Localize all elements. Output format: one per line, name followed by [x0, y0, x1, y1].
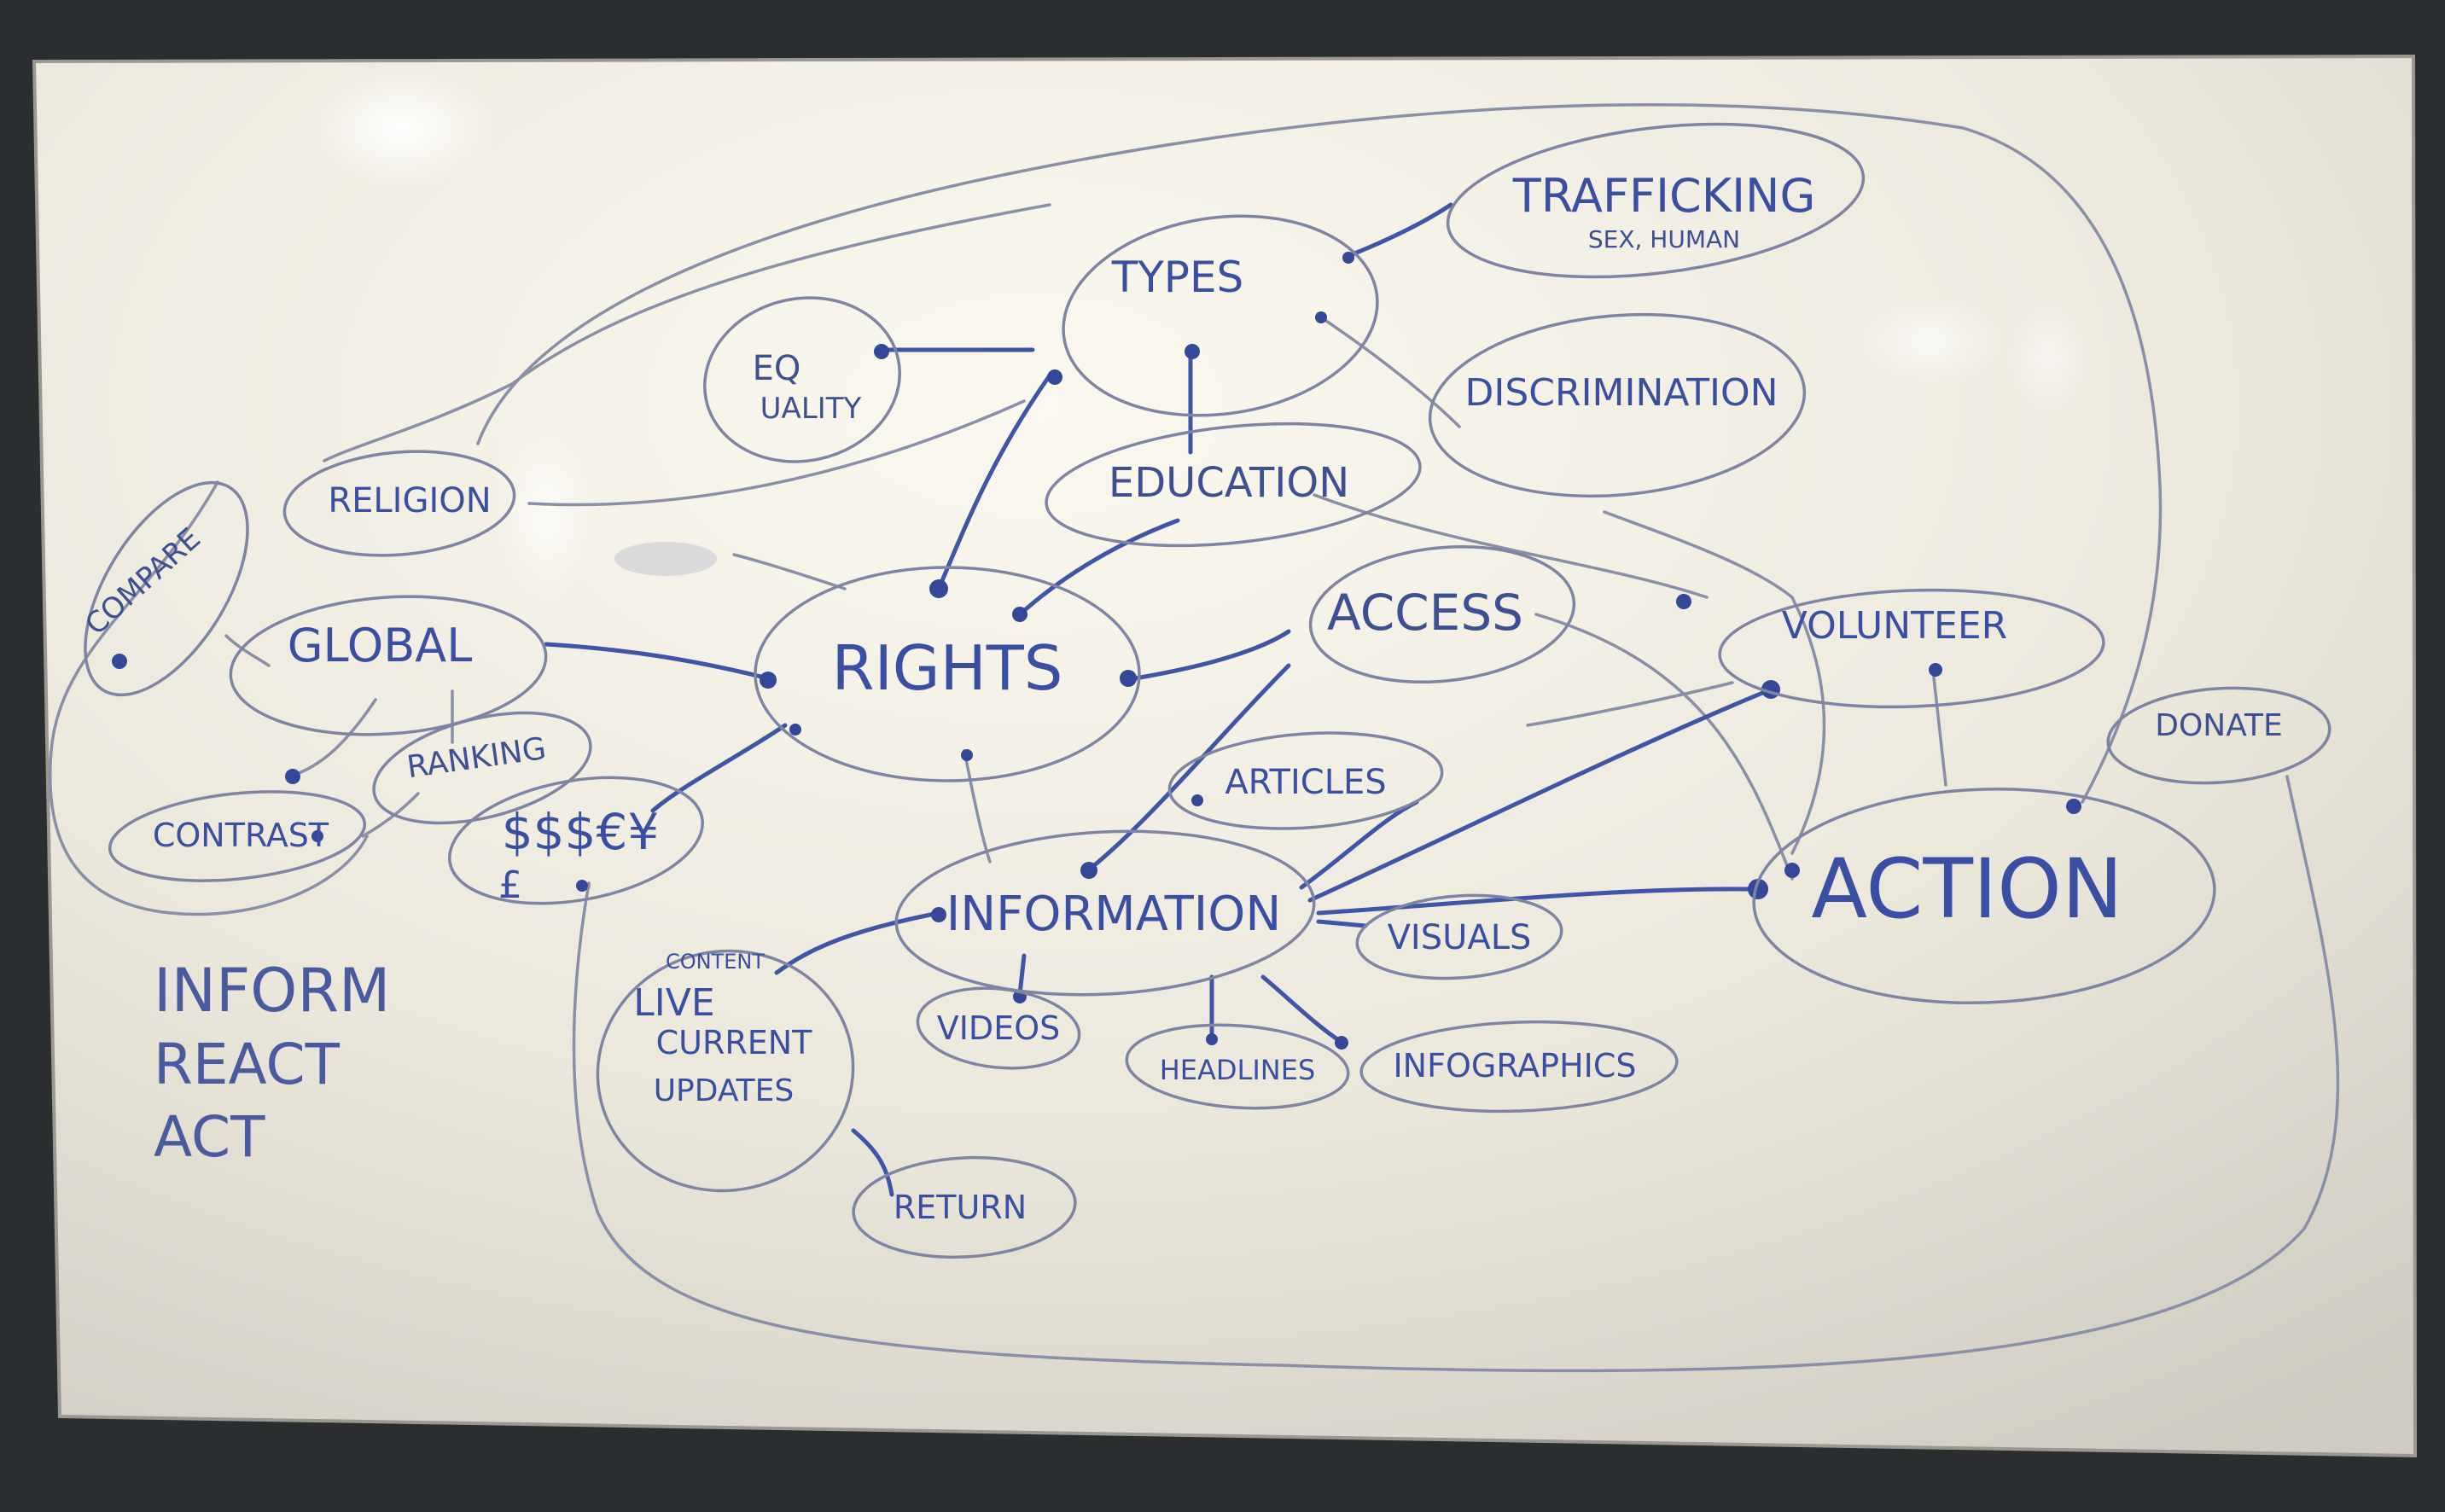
bubble-access: [1308, 545, 1576, 683]
bubble-articles: [1167, 731, 1444, 830]
side-note-line: INFORM: [154, 956, 390, 1026]
bubble-types: [1062, 214, 1379, 417]
labels: TYPES TRAFFICKING SEX, HUMAN EQ UALITY D…: [79, 169, 2282, 1226]
bubble-global: [229, 595, 548, 736]
erased-smudge: [614, 542, 717, 576]
label-live: LIVE: [633, 981, 714, 1025]
label-return: RETURN: [894, 1189, 1027, 1226]
label-money-line1: $$$€¥: [502, 803, 660, 861]
side-note-line: ACT: [154, 1104, 265, 1170]
label-religion: RELIGION: [328, 481, 491, 520]
bubble-content: [596, 949, 855, 1193]
label-updates: UPDATES: [654, 1073, 795, 1108]
label-rights: RIGHTS: [832, 632, 1063, 704]
label-information: INFORMATION: [946, 887, 1282, 942]
bubble-ranking: [372, 711, 592, 825]
label-global: GLOBAL: [288, 619, 473, 672]
label-contrast: CONTRAST: [153, 817, 329, 854]
bubble-action: [1752, 787, 2216, 1005]
label-volunteer: VOLUNTEER: [1782, 604, 2007, 648]
bubble-money: [448, 776, 704, 905]
label-types: TYPES: [1111, 253, 1244, 302]
bubble-discrimination: [1428, 312, 1807, 498]
label-trafficking-sub: SEX, HUMAN: [1588, 225, 1740, 253]
bubble-videos: [916, 986, 1081, 1070]
bubble-return: [852, 1155, 1077, 1259]
connector-dots: [112, 252, 2081, 1050]
label-content: CONTENT: [666, 950, 765, 974]
bubble-equality: [703, 296, 901, 463]
bubble-education: [1045, 422, 1422, 548]
light-glare: [307, 68, 495, 188]
bubble-rights: [754, 566, 1141, 782]
label-donate: DONATE: [2155, 708, 2283, 743]
enclosing-loops: [49, 103, 2340, 1373]
label-equality-line2: UALITY: [760, 392, 862, 426]
side-note: INFORM REACT ACT: [154, 956, 390, 1170]
bubble-headlines: [1125, 1023, 1350, 1110]
label-discrimination: DISCRIMINATION: [1465, 371, 1778, 415]
bubble-information: [894, 829, 1316, 997]
bubble-infographics: [1359, 1020, 1679, 1114]
light-glare: [2005, 299, 2091, 418]
label-articles: ARTICLES: [1225, 763, 1386, 802]
whiteboard-surface: [32, 54, 2418, 1458]
bubble-trafficking: [1446, 122, 1866, 279]
side-note-line: REACT: [154, 1032, 341, 1097]
bubble-donate: [2106, 686, 2331, 785]
bubble-religion: [282, 450, 516, 557]
bubble-compare: [84, 480, 249, 697]
bubble-volunteer: [1718, 588, 2105, 709]
label-visuals: VISUALS: [1388, 918, 1532, 957]
label-education: EDUCATION: [1109, 459, 1349, 507]
label-headlines: HEADLINES: [1160, 1054, 1316, 1086]
label-access: ACCESS: [1327, 584, 1523, 642]
bubble-visuals: [1355, 893, 1563, 980]
light-glare: [495, 418, 597, 606]
connections: [224, 202, 1947, 1197]
label-money-line2: £: [498, 864, 522, 907]
label-videos: VIDEOS: [937, 1009, 1061, 1047]
label-action: ACTION: [1811, 841, 2122, 937]
label-current: CURRENT: [656, 1024, 813, 1061]
bubble-contrast: [108, 790, 367, 882]
label-infographics: INFOGRAPHICS: [1393, 1047, 1636, 1085]
label-equality-line1: EQ: [753, 349, 801, 388]
label-trafficking: TRAFFICKING: [1512, 169, 1816, 223]
bubbles: [84, 122, 2331, 1259]
light-glare: [1852, 294, 2005, 388]
